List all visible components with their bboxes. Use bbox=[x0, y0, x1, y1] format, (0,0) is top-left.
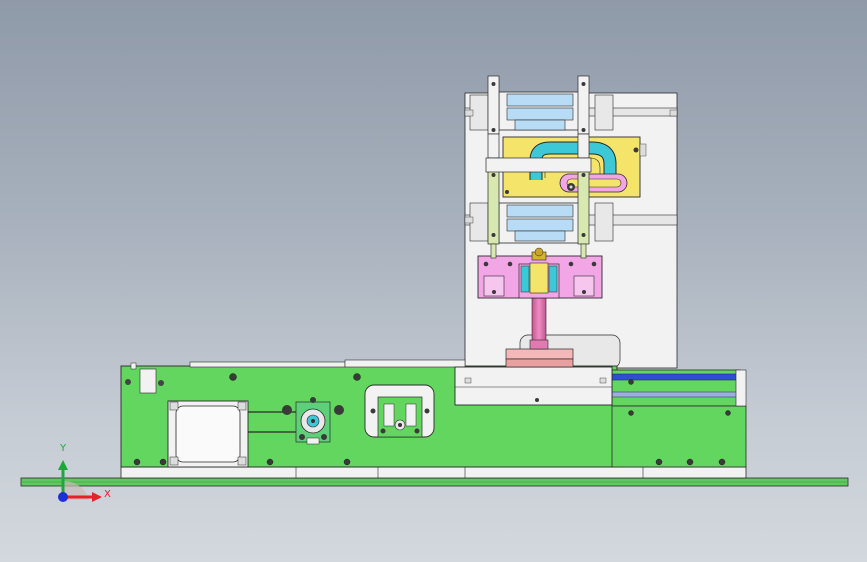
pink-carriage[interactable] bbox=[477, 247, 603, 299]
upper-slide-block[interactable] bbox=[498, 91, 582, 131]
slide-table[interactable] bbox=[454, 366, 613, 406]
y-axis-label: Y bbox=[60, 443, 67, 454]
motor-housing[interactable] bbox=[167, 400, 249, 468]
body-bottom-strip bbox=[120, 466, 747, 479]
cross-bar[interactable] bbox=[485, 157, 592, 191]
press-platen[interactable] bbox=[505, 348, 574, 368]
linear-rail[interactable] bbox=[611, 369, 747, 407]
body-bolts bbox=[133, 373, 731, 466]
frame-clamps bbox=[464, 109, 678, 224]
base-plate[interactable] bbox=[20, 477, 849, 487]
x-axis-label: X bbox=[104, 489, 111, 500]
guide-side-blocks bbox=[469, 94, 614, 242]
cylinder-mount[interactable] bbox=[248, 397, 344, 445]
sensor-window[interactable] bbox=[364, 384, 435, 438]
lower-slide-block[interactable] bbox=[498, 202, 582, 244]
coordinate-triad bbox=[58, 460, 102, 502]
